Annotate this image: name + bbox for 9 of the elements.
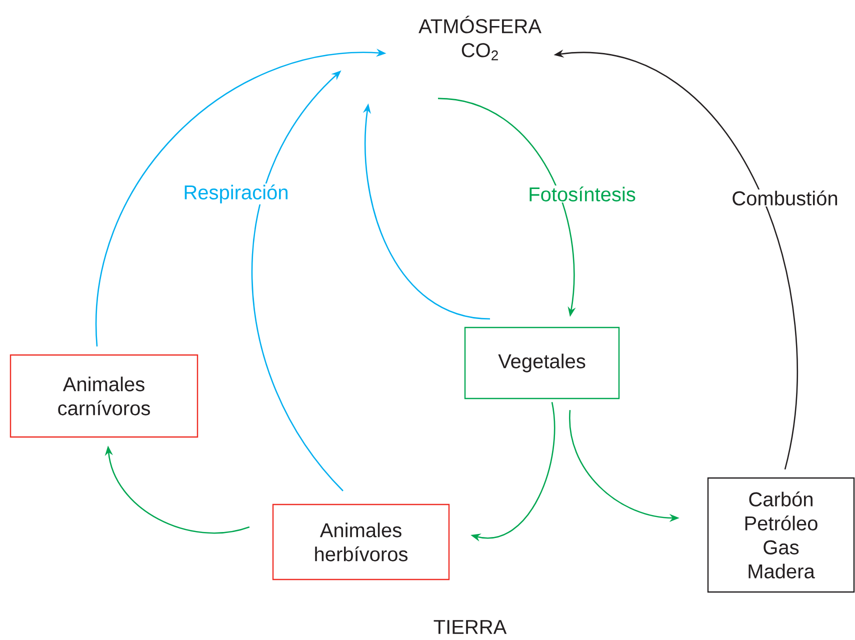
edge-label: Fotosíntesis <box>527 186 637 202</box>
region-label: TIERRA <box>434 620 507 634</box>
process-box: Vegetales <box>464 326 620 400</box>
process-box: Animales herbívoros <box>272 504 450 580</box>
process-box: Carbón Petróleo Gas Madera <box>707 477 855 593</box>
process-box: Animales carnívoros <box>10 354 198 438</box>
heading-text: ATMÓSFERA CO$_{2}$ <box>418 16 542 60</box>
edge-label: Combustión <box>730 190 840 206</box>
edge-label: Respiración <box>182 184 290 204</box>
